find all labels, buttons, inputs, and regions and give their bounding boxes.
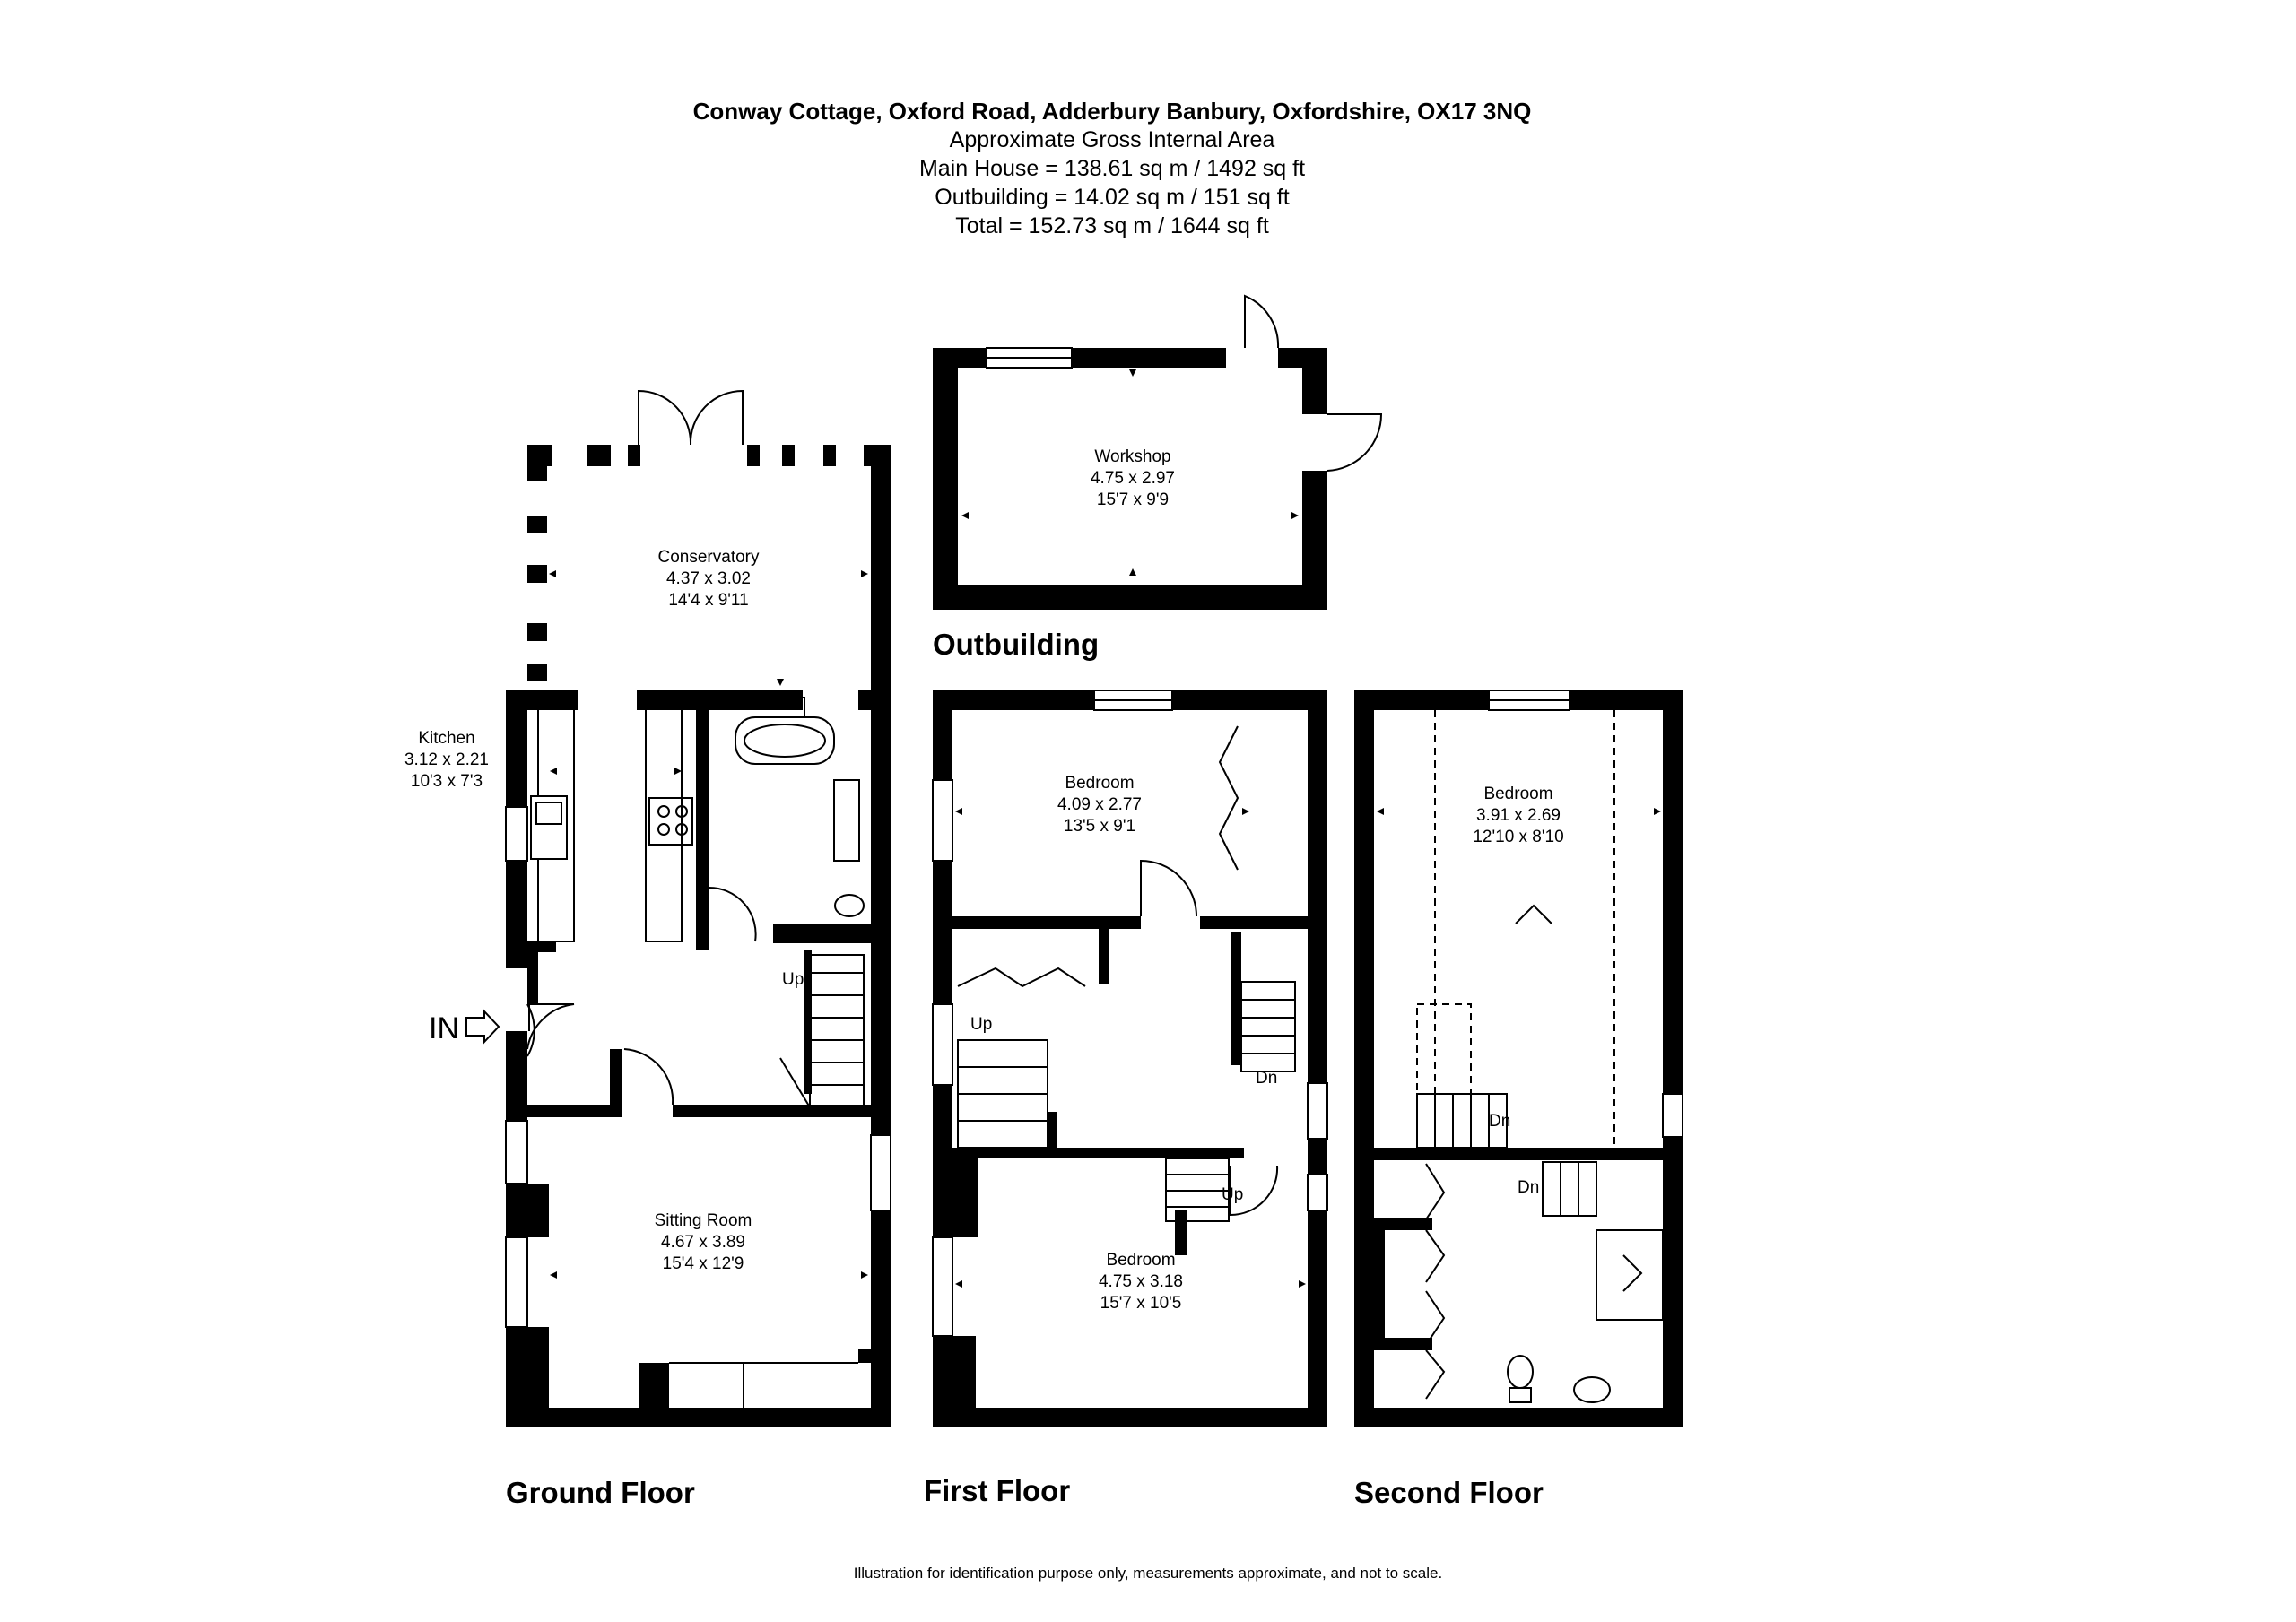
- room-imperial: 10'3 x 7'3: [410, 772, 483, 791]
- room-metric: 4.75 x 3.18: [1098, 1272, 1184, 1291]
- entrance-label: IN: [429, 1011, 459, 1045]
- room-imperial: 15'4 x 12'9: [662, 1254, 744, 1273]
- room-metric: 4.67 x 3.89: [660, 1233, 746, 1252]
- room-first-bedroom-1: Bedroom 4.09 x 2.77 13'5 x 9'1: [1057, 773, 1142, 837]
- room-imperial: 12'10 x 8'10: [1473, 828, 1564, 846]
- ground-floor-walls: [506, 445, 891, 1427]
- room-metric: 3.12 x 2.21: [404, 750, 490, 769]
- stair-label-dn: Dn: [1256, 1069, 1278, 1088]
- room-name: Kitchen: [418, 729, 475, 748]
- room-imperial: 15'7 x 9'9: [1096, 490, 1170, 509]
- room-first-bedroom-2: Bedroom 4.75 x 3.18 15'7 x 10'5: [1099, 1250, 1183, 1314]
- outbuilding-area: Outbuilding = 14.02 sq m / 151 sq ft: [935, 185, 1290, 210]
- property-address: Conway Cottage, Oxford Road, Adderbury B…: [692, 98, 1532, 125]
- room-sitting-room: Sitting Room 4.67 x 3.89 15'4 x 12'9: [655, 1210, 752, 1275]
- floor-label-second: Second Floor: [1354, 1476, 1544, 1509]
- room-metric: 4.75 x 2.97: [1090, 469, 1176, 488]
- room-workshop: Workshop 4.75 x 2.97 15'7 x 9'9: [1091, 447, 1175, 511]
- room-name: Workshop: [1094, 447, 1171, 466]
- room-name: Bedroom: [1106, 1251, 1176, 1270]
- room-second-bedroom: Bedroom 3.91 x 2.69 12'10 x 8'10: [1473, 784, 1563, 848]
- room-imperial: 15'7 x 10'5: [1100, 1294, 1182, 1313]
- total-area: Total = 152.73 sq m / 1644 sq ft: [955, 213, 1269, 239]
- stair-label-up: Up: [782, 970, 804, 989]
- workshop-walls: [933, 348, 1327, 610]
- room-name: Conservatory: [657, 548, 760, 567]
- floor-label-first: First Floor: [924, 1474, 1071, 1507]
- room-metric: 3.91 x 2.69: [1475, 806, 1561, 825]
- area-title: Approximate Gross Internal Area: [949, 127, 1275, 152]
- first-floor-walls: [933, 690, 1327, 1427]
- stair-label-up: Up: [1222, 1185, 1244, 1204]
- floor-label-outbuilding: Outbuilding: [933, 628, 1100, 661]
- room-imperial: 14'4 x 9'11: [668, 591, 749, 610]
- room-kitchen: Kitchen 3.12 x 2.21 10'3 x 7'3: [404, 728, 489, 793]
- disclaimer: Illustration for identification purpose …: [853, 1565, 1443, 1582]
- stair-label-dn: Dn: [1489, 1112, 1511, 1131]
- second-floor-walls: [1354, 690, 1683, 1427]
- room-imperial: 13'5 x 9'1: [1063, 817, 1136, 836]
- room-name: Bedroom: [1483, 785, 1553, 803]
- room-name: Bedroom: [1065, 774, 1135, 793]
- main-house-area: Main House = 138.61 sq m / 1492 sq ft: [918, 156, 1306, 181]
- plan-header: Conway Cottage, Oxford Road, Adderbury B…: [0, 97, 2224, 240]
- room-metric: 4.09 x 2.77: [1057, 795, 1143, 814]
- room-conservatory: Conservatory 4.37 x 3.02 14'4 x 9'11: [658, 547, 760, 612]
- room-metric: 4.37 x 3.02: [665, 569, 752, 588]
- room-name: Sitting Room: [654, 1211, 752, 1230]
- stair-label-up: Up: [970, 1015, 993, 1034]
- stair-label-dn: Dn: [1518, 1178, 1540, 1197]
- floor-label-ground: Ground Floor: [506, 1476, 695, 1509]
